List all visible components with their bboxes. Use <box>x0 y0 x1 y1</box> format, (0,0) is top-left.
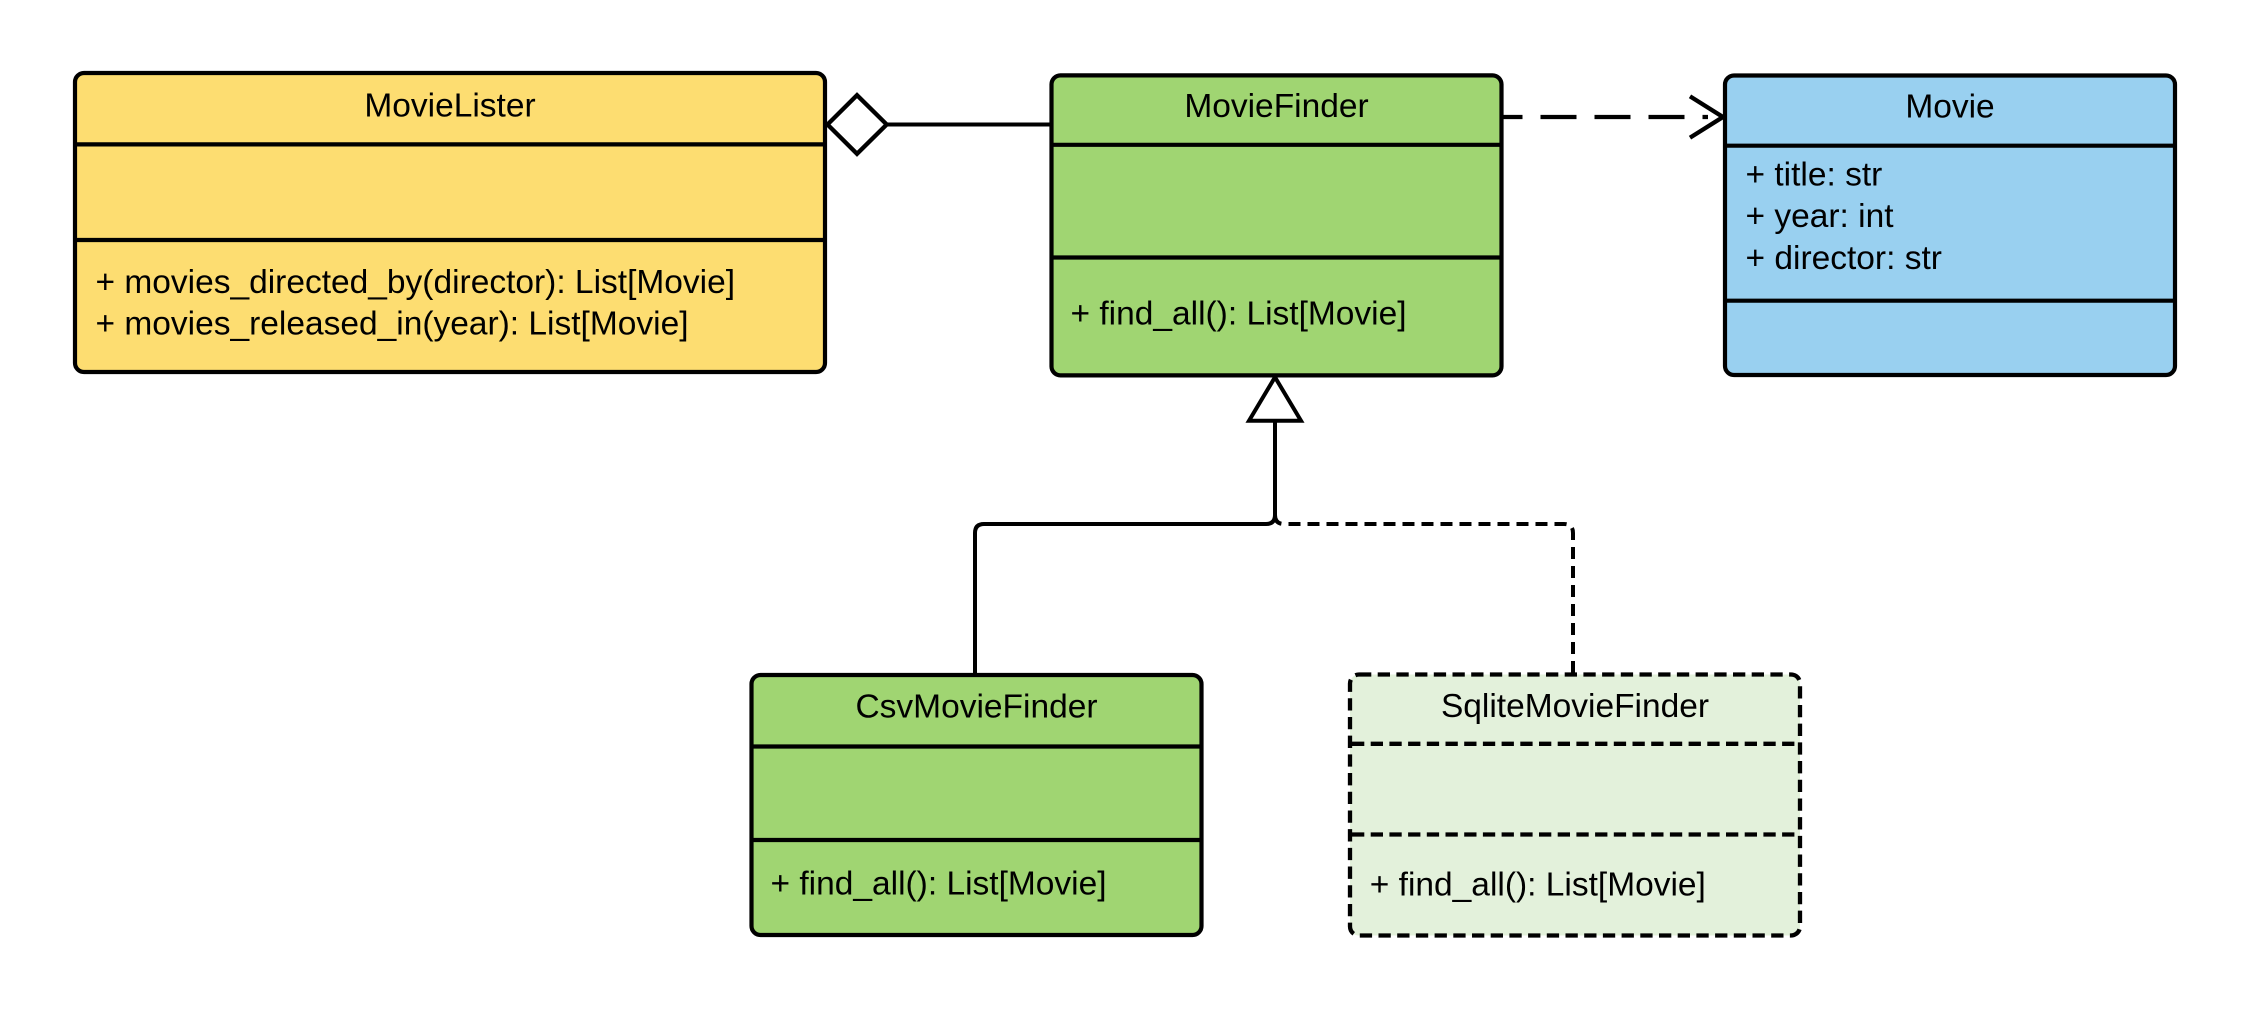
svg-text:+ director: str: + director: str <box>1746 240 1942 277</box>
svg-text:MovieLister: MovieLister <box>364 88 535 125</box>
svg-text:SqliteMovieFinder: SqliteMovieFinder <box>1441 688 1709 725</box>
svg-text:+ find_all(): List[Movie]: + find_all(): List[Movie] <box>1370 867 1706 904</box>
svg-text:+ find_all(): List[Movie]: + find_all(): List[Movie] <box>771 866 1107 903</box>
svg-text:Movie: Movie <box>1905 89 1994 126</box>
svg-text:CsvMovieFinder: CsvMovieFinder <box>855 689 1097 726</box>
svg-text:+ year: int: + year: int <box>1746 198 1895 235</box>
svg-text:+ movies_directed_by(director): + movies_directed_by(director): List[Mov… <box>96 264 736 301</box>
svg-text:MovieFinder: MovieFinder <box>1184 88 1368 125</box>
svg-text:+ find_all(): List[Movie]: + find_all(): List[Movie] <box>1071 296 1407 333</box>
svg-text:+ title: str: + title: str <box>1746 156 1883 193</box>
svg-text:+ movies_released_in(year): Li: + movies_released_in(year): List[Movie] <box>96 306 689 343</box>
